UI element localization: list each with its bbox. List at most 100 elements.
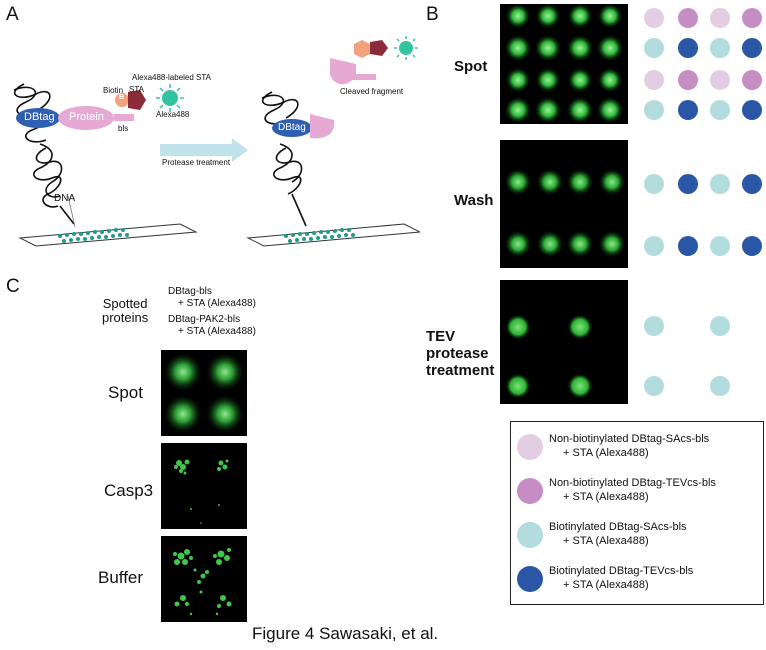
c-buffer-svg [173,548,232,616]
treatment-label: Protease treatment [162,158,231,167]
legend-item: Biotinylated DBtag-TEVcs-bls + STA (Alex… [511,560,763,600]
pink-dot-icon [742,70,762,90]
row-label-wash: Wash [454,192,494,209]
protein2-label: DBtag-PAK2-bls + STA (Alexa488) [168,314,256,338]
alexa-sta-label: Alexa488-labeled STA [132,73,212,82]
c-buffer-image [161,536,247,622]
protein2-line2: + STA (Alexa488) [178,326,256,337]
c-casp3-svg [174,459,229,524]
dbtag-label-after: DBtag [278,122,306,133]
blue-dot-icon [742,236,762,256]
light-pink-dot-icon [517,434,543,460]
biotin-label: Biotin [103,86,124,95]
light-cyan-dot-icon [710,376,730,396]
tev-dot-grid [644,316,730,396]
blue-dot-icon [678,174,698,194]
protein1-line1: DBtag-bls [168,286,212,297]
light-cyan-dot-icon [517,522,543,548]
tev-image-svg [505,314,593,399]
alexa488-star-icon [156,84,184,112]
legend-line2: + STA (Alexa488) [563,579,649,591]
legend-text: Biotinylated DBtag-TEVcs-bls + STA (Alex… [549,564,693,592]
panel-c-letter: C [6,276,20,297]
light-pink-dot-icon [710,8,730,28]
dna-label: DNA [54,193,76,204]
blue-dot-icon [678,38,698,58]
protease-arrow-icon [160,138,248,162]
protein-label: Protein [69,111,104,123]
tev-line-3: treatment [426,362,495,379]
dbtag-ellipse [16,108,60,128]
dbtag-ellipse-after [272,119,312,137]
dna-helix-right [261,91,307,227]
sta-label: STA [129,85,144,94]
c-spot-svg [163,352,245,434]
blue-dot-icon [517,566,543,592]
dbtag-label: DBtag [24,111,55,123]
biotin-symbol: B [119,94,125,101]
cleaved-fragment-icon [330,36,418,85]
light-cyan-dot-icon [644,376,664,396]
tev-fluorescence-image [500,280,628,404]
row-label-spot: Spot [454,58,488,75]
spot-fluorescence-image [500,3,628,124]
pink-dot-icon [742,8,762,28]
blue-dot-icon [742,38,762,58]
c-row-label-casp3: Casp3 [104,481,154,500]
tev-line-2: protease [426,345,489,362]
wash-dot-grid [644,174,762,256]
cleaved-label: Cleaved fragment [340,87,404,96]
protein1-label: DBtag-bls + STA (Alexa488) [168,286,256,310]
wash-image-svg [504,168,626,258]
bls-label: bls [118,124,129,133]
c-casp3-image [161,443,247,529]
pink-dot-icon [517,478,543,504]
legend-item: Biotinylated DBtag-SAcs-bls + STA (Alexa… [511,516,763,556]
pink-dot-icon [678,8,698,28]
legend-text: Biotinylated DBtag-SAcs-bls + STA (Alexa… [549,520,687,548]
legend-line2: + STA (Alexa488) [563,535,649,547]
spot-dots-left [58,228,129,243]
wash-fluorescence-image [500,140,628,268]
light-cyan-dot-icon [710,174,730,194]
light-cyan-dot-icon [644,100,664,120]
spotted-line-1: Spotted [102,296,148,311]
spotted-proteins-label: Spotted proteins [102,297,148,325]
glass-slide-right [246,223,420,247]
legend-text: Non-biotinylated DBtag-TEVcs-bls + STA (… [549,476,716,504]
light-cyan-dot-icon [644,316,664,336]
spot-dot-grid [644,8,762,120]
light-pink-dot-icon [644,70,664,90]
c-spot-image [161,350,247,436]
pink-dot-icon [678,70,698,90]
light-pink-dot-icon [644,8,664,28]
c-row-label-buffer: Buffer [98,568,144,587]
bls-bar [114,114,134,121]
alexa488-label: Alexa488 [156,110,190,119]
spotted-line-2: proteins [102,310,149,325]
protein-ellipse [58,106,114,130]
cleaved-protein-shape [310,114,335,139]
light-cyan-dot-icon [710,316,730,336]
figure-caption: Figure 4 Sawasaki, et al. [252,624,439,643]
legend-item: Non-biotinylated DBtag-SAcs-bls + STA (A… [511,428,763,468]
legend-line1: Non-biotinylated DBtag-SAcs-bls [549,433,710,445]
legend-item: Non-biotinylated DBtag-TEVcs-bls + STA (… [511,472,763,512]
spot-image-svg [504,3,624,124]
legend-line1: Biotinylated DBtag-SAcs-bls [549,521,687,533]
row-label-tev: TEV protease treatment [426,328,494,379]
tev-line-1: TEV [426,328,456,345]
blue-dot-icon [678,100,698,120]
spot-dots-right [284,228,355,243]
c-row-label-spot: Spot [108,383,143,402]
light-cyan-dot-icon [710,100,730,120]
dot-schematic-grid [644,8,762,396]
blue-dot-icon [678,236,698,256]
blue-dot-icon [742,174,762,194]
panel-a-letter: A [6,4,19,25]
panel-a-schematic [13,36,420,247]
panel-b-letter: B [426,4,439,25]
light-cyan-dot-icon [644,174,664,194]
legend-line2: + STA (Alexa488) [563,447,649,459]
light-cyan-dot-icon [710,236,730,256]
